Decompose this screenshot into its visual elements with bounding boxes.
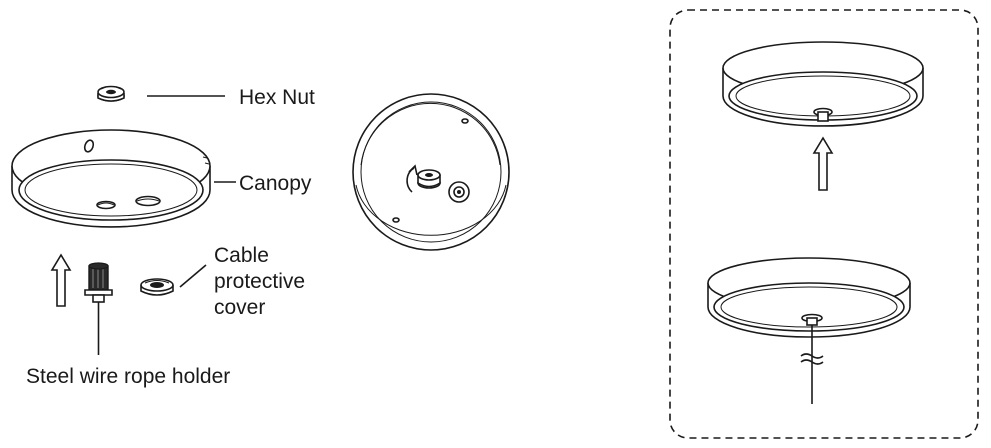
- detail-panel-border: [669, 9, 979, 439]
- hex-nut-label: Hex Nut: [239, 86, 315, 109]
- rotate-arrow-icon: [406, 164, 418, 193]
- up-arrow-icon: [812, 136, 834, 191]
- canopy-icon: [722, 41, 924, 127]
- cable-cover-label-line2: protective: [214, 270, 306, 293]
- cable-cover-label-line1: Cable: [214, 244, 269, 267]
- canopy-icon: [11, 129, 211, 228]
- up-arrow-icon: [50, 253, 72, 307]
- hex-nut-icon: [97, 85, 125, 102]
- cable-cover-leader-line: [179, 264, 207, 288]
- wavy-break-icon: [800, 353, 824, 365]
- cable-protective-cover-icon: [140, 278, 174, 296]
- canopy-icon: [707, 257, 911, 404]
- wire-holder-label: Steel wire rope holder: [26, 365, 231, 388]
- canopy-interior-icon: [352, 93, 510, 251]
- cable-cover-label-line3: cover: [214, 296, 266, 319]
- steel-wire-rope-holder-icon: [84, 262, 113, 355]
- canopy-label: Canopy: [239, 172, 312, 195]
